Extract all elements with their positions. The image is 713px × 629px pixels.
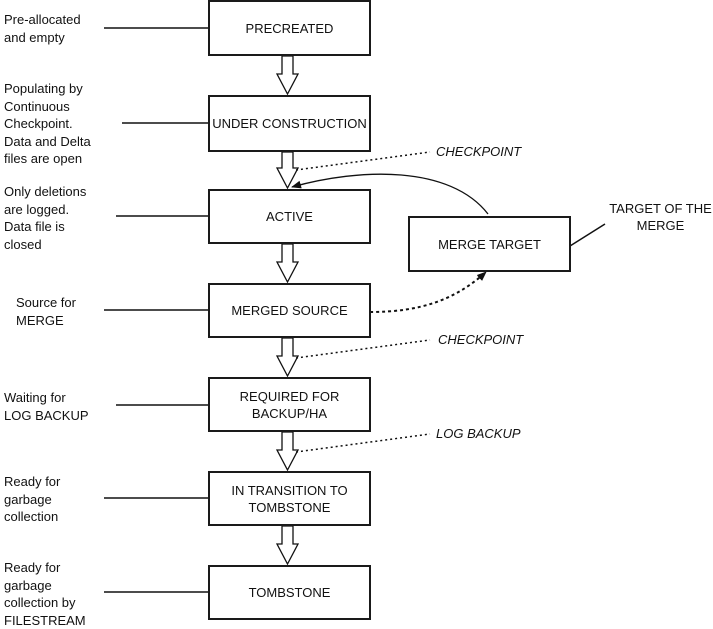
side-connector-lines	[104, 27, 208, 593]
flow-arrows	[275, 55, 300, 566]
state-label: PRECREATED	[245, 20, 334, 36]
state-merged-source: MERGED SOURCE	[208, 283, 371, 338]
flow-arrow-2	[275, 151, 300, 190]
merge-return-arrow	[291, 173, 489, 215]
flow-arrow-6	[275, 525, 300, 566]
checkpoint-2-line	[295, 339, 431, 359]
checkpoint-note-2: CHECKPOINT	[438, 332, 524, 347]
state-label: UNDER CONSTRUCTION	[212, 116, 367, 131]
side-label-active: Only deletions are logged. Data file is …	[4, 184, 87, 252]
side-label-merged-source: Source for MERGE	[16, 295, 76, 328]
checkpoint-note-1: CHECKPOINT	[436, 144, 522, 159]
state-in-transition-to-tombstone: IN TRANSITION TO TOMBSTONE	[208, 471, 371, 526]
side-label-under-construction: Populating by Continuous Checkpoint. Dat…	[4, 81, 91, 166]
state-under-construction: UNDER CONSTRUCTION	[208, 95, 371, 152]
state-merge-target: MERGE TARGET	[408, 216, 571, 272]
log-backup-line	[295, 433, 431, 453]
merge-dotted-arrow	[369, 271, 487, 313]
flow-arrow-1	[275, 55, 300, 96]
state-label: REQUIRED FOR BACKUP/HA	[239, 388, 340, 421]
state-label: ACTIVE	[266, 209, 313, 224]
flow-arrow-5	[275, 431, 300, 472]
checkpoint-1-line	[295, 151, 431, 171]
state-required-for-backup-ha: REQUIRED FOR BACKUP/HA	[208, 377, 371, 432]
flow-arrow-3	[275, 243, 300, 284]
state-label: TOMBSTONE	[248, 585, 331, 600]
merge-target-annotation-line	[569, 223, 606, 247]
flow-arrow-4	[275, 337, 300, 378]
state-tombstone: TOMBSTONE	[208, 565, 371, 620]
log-backup-note: LOG BACKUP	[436, 426, 521, 441]
state-precreated: PRECREATED	[208, 0, 371, 56]
side-label-required-for-backup: Waiting for LOG BACKUP	[4, 390, 89, 423]
state-active: ACTIVE	[208, 189, 371, 244]
state-label: MERGE TARGET	[438, 236, 541, 252]
merge-target-annotation: TARGET OF THE MERGE	[609, 201, 712, 233]
side-label-tombstone: Ready for garbage collection by FILESTRE…	[4, 560, 86, 628]
state-label: MERGED SOURCE	[231, 303, 348, 318]
side-label-in-transition: Ready for garbage collection	[4, 474, 61, 524]
state-label: IN TRANSITION TO TOMBSTONE	[231, 482, 348, 515]
side-label-precreated: Pre-allocated and empty	[4, 12, 81, 45]
